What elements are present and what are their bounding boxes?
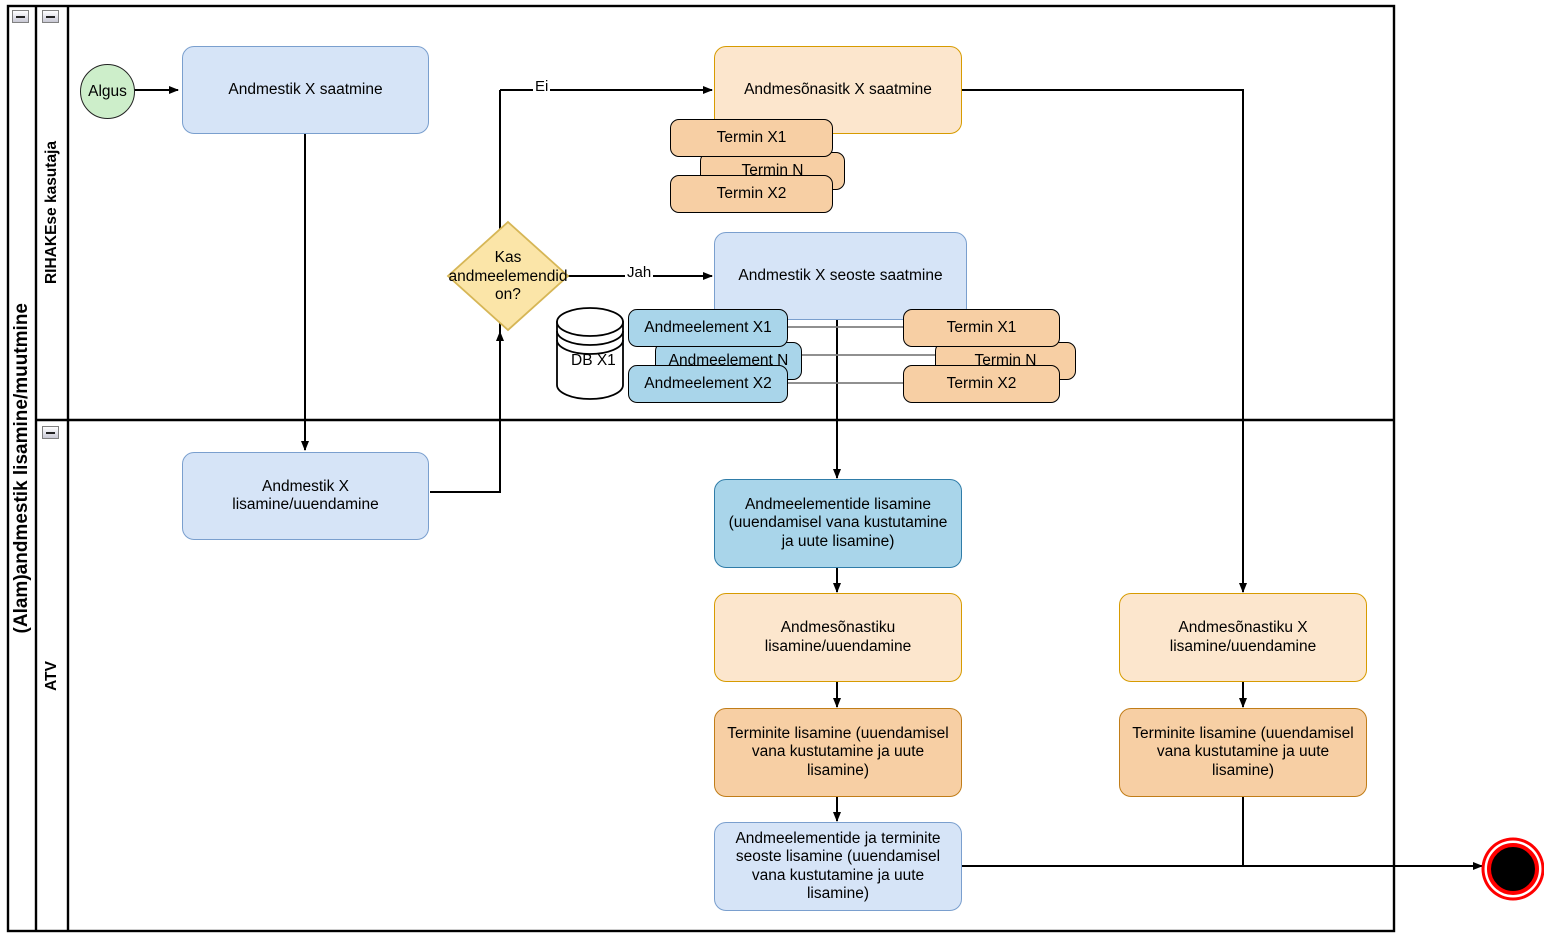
task-terminite-lisamine-middle[interactable]: Terminite lisamine (uuendamisel vana kus… [714,708,962,797]
task-label: Andmeelementide ja terminite seoste lisa… [735,829,941,902]
task-andmestik-x-seoste-saatmine[interactable]: Andmestik X seoste saatmine [714,232,967,320]
database-label: DB X1 [571,352,616,369]
minus-icon[interactable] [42,426,59,439]
task-terminite-lisamine-right[interactable]: Terminite lisamine (uuendamisel vana kus… [1119,708,1367,797]
gateway-label: Kas andmeelemendid on? [428,246,588,308]
task-label: Andmesõnastiku lisamine/uuendamine [764,619,912,655]
artifact-termin-x1-mid[interactable]: Termin X1 [903,309,1060,347]
artifact-label: Andmeelement X1 [644,318,772,336]
task-label: Terminite lisamine (uuendamisel vana kus… [727,725,949,779]
pool-label: (Alam)andmestik lisamine/muutmine [8,6,36,931]
artifact-andmeelement-x2[interactable]: Andmeelement X2 [628,365,788,403]
task-label: Terminite lisamine (uuendamisel vana kus… [1132,725,1354,779]
task-label: Andmesõnastiku X lisamine/uuendamine [1169,619,1317,655]
flow-label-jah: Jah [625,264,654,281]
minus-icon[interactable] [12,10,29,23]
minus-icon[interactable] [42,10,59,23]
task-label: Andmestik X saatmine [228,80,383,98]
gateway-label-line: Kas [494,249,522,267]
task-andmesonastiku-x-lisamine-uuendamine[interactable]: Andmesõnastiku X lisamine/uuendamine [1119,593,1367,682]
artifact-label: Termin X1 [716,128,787,146]
artifact-termin-x2-top[interactable]: Termin X2 [670,175,833,213]
start-event-algus[interactable]: Algus [80,64,135,119]
task-andmestik-x-lisamine-uuendamine[interactable]: Andmestik X lisamine/uuendamine [182,452,429,540]
task-andmeelementide-ja-terminite-seoste-lisamine[interactable]: Andmeelementide ja terminite seoste lisa… [714,822,962,911]
gateway-label-line: andmeelemendid [448,267,568,285]
gateway-label-line: on? [495,286,521,304]
artifact-andmeelement-x1[interactable]: Andmeelement X1 [628,309,788,347]
artifact-label: Termin X2 [716,184,787,202]
artifact-termin-x1-top[interactable]: Termin X1 [670,119,833,157]
task-label: Andmeelementide lisamine (uuendamisel va… [728,496,948,550]
start-event-label: Algus [88,82,127,100]
task-label: Andmestik X lisamine/uuendamine [232,477,379,513]
lane-label-text: ATV [43,660,60,691]
flow-label-ei: Ei [533,78,551,95]
task-label: Andmesõnasitk X saatmine [744,80,932,98]
task-label: Andmestik X seoste saatmine [738,266,943,284]
lane-label-text: RIHAKEse kasutaja [43,141,60,285]
task-andmestik-x-saatmine[interactable]: Andmestik X saatmine [182,46,429,134]
artifact-label: Termin X1 [946,318,1017,336]
end-event[interactable] [1487,843,1539,895]
artifact-label: Andmeelement X2 [644,374,772,392]
task-andmesonastiku-lisamine-uuendamine[interactable]: Andmesõnastiku lisamine/uuendamine [714,593,962,682]
lane-label-atv: ATV [36,420,68,931]
artifact-termin-x2-mid[interactable]: Termin X2 [903,365,1060,403]
lane-label-rihakese-kasutaja: RIHAKEse kasutaja [36,6,68,420]
artifact-label: Termin X2 [946,374,1017,392]
pool-label-text: (Alam)andmestik lisamine/muutmine [11,303,32,634]
task-andmeelementide-lisamine[interactable]: Andmeelementide lisamine (uuendamisel va… [714,479,962,568]
